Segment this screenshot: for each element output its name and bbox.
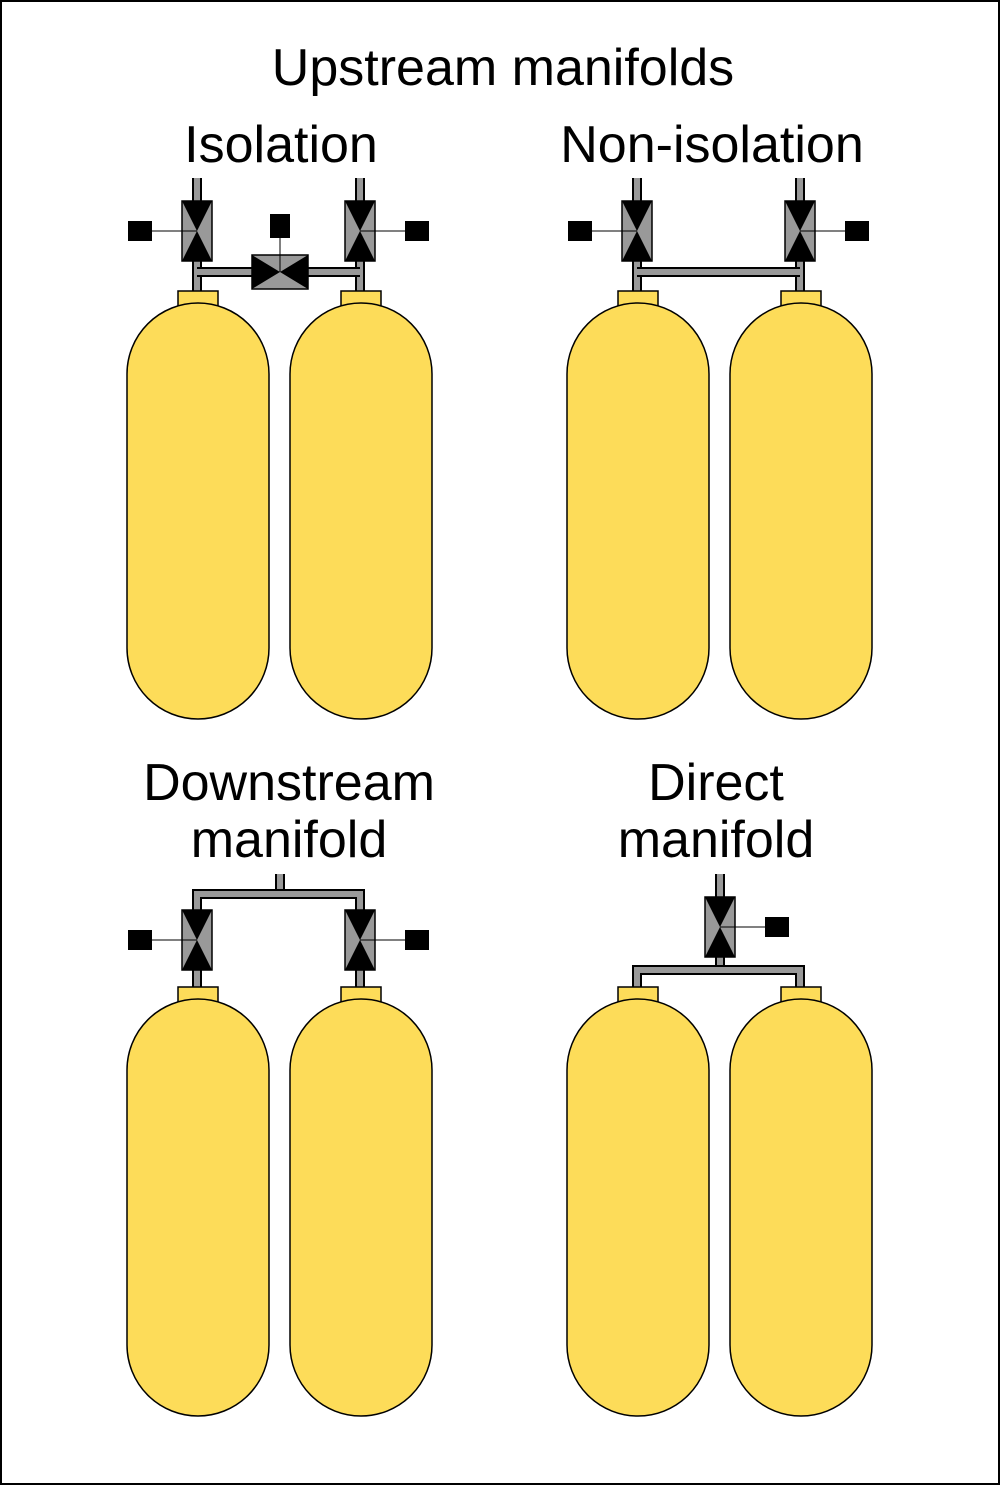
valve-handle — [128, 221, 152, 241]
gas-cylinder — [126, 986, 270, 1417]
valve-icon — [784, 200, 869, 262]
cylinder-body — [729, 302, 873, 720]
valve-icon — [568, 200, 653, 262]
downstream-label-line-1: Downstream — [143, 754, 435, 812]
valve-handle — [765, 917, 789, 937]
non-isolation-label: Non-isolation — [560, 116, 864, 174]
gas-cylinder — [126, 290, 270, 720]
valve-icon — [128, 909, 213, 971]
downstream-label-line-2: manifold — [191, 811, 388, 869]
pipe — [632, 965, 805, 990]
valve-handle — [405, 221, 429, 241]
gas-cylinder — [566, 986, 710, 1417]
isolation-manifold-panel: Isolation — [126, 116, 433, 720]
isolation-label: Isolation — [184, 116, 378, 174]
valve-icon — [128, 200, 213, 262]
cylinder-body — [729, 998, 873, 1417]
cylinder-body — [289, 302, 433, 720]
cylinder-body — [289, 998, 433, 1417]
cylinder-body — [566, 302, 710, 720]
non-isolation-manifold-panel: Non-isolation — [560, 116, 873, 720]
cylinder-body — [126, 302, 270, 720]
gas-cylinder — [289, 986, 433, 1417]
gas-cylinder — [729, 290, 873, 720]
valve-icon — [344, 200, 429, 262]
cylinder-body — [126, 998, 270, 1417]
valve-icon — [251, 214, 309, 290]
valve-icon — [344, 909, 429, 971]
direct-label-line-2: manifold — [618, 811, 815, 869]
diagram-title: Upstream manifolds — [272, 39, 734, 97]
gas-cylinder — [289, 290, 433, 720]
cylinder-body — [566, 998, 710, 1417]
pipe-fill — [634, 967, 803, 990]
valve-handle — [270, 214, 290, 238]
direct-label-line-1: Direct — [648, 754, 784, 812]
valve-icon — [704, 896, 789, 958]
valve-handle — [405, 930, 429, 950]
gas-cylinder — [729, 986, 873, 1417]
valve-handle — [568, 221, 592, 241]
gas-cylinder — [566, 290, 710, 720]
valve-handle — [128, 930, 152, 950]
valve-handle — [845, 221, 869, 241]
